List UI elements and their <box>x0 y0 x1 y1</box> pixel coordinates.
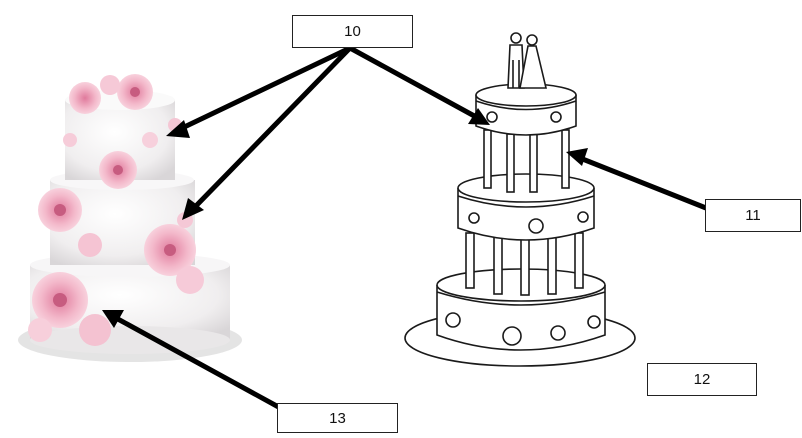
arrow-13-to-photo-bottom <box>113 315 287 413</box>
label-text-12: 12 <box>693 371 711 388</box>
arrow-10-to-outline-top <box>347 45 481 121</box>
arrow-11-to-pillar <box>577 155 709 211</box>
arrows <box>102 45 709 413</box>
label-text-10: 10 <box>344 23 361 40</box>
label-box-12: 12 <box>647 363 757 396</box>
couple-topper <box>507 32 548 89</box>
arrow-10-to-photo-top <box>175 45 353 133</box>
label-text-11: 11 <box>745 207 761 224</box>
photo-cake <box>18 74 242 362</box>
outline-cake <box>404 32 636 367</box>
outline-middle-tier <box>457 188 595 241</box>
label-box-13: 13 <box>277 403 398 433</box>
label-text-13: 13 <box>329 409 346 427</box>
label-box-10: 10 <box>292 15 413 48</box>
label-box-11: 11 <box>705 199 801 232</box>
arrow-10-to-photo-middle <box>189 45 353 213</box>
